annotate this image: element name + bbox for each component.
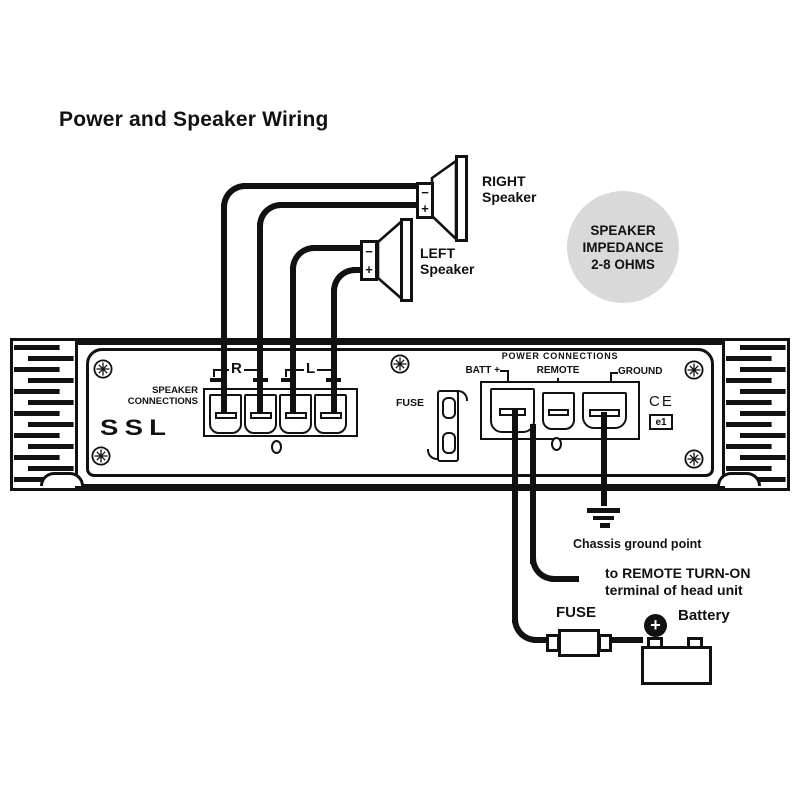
batt-bracket-v <box>507 370 509 382</box>
heatsink-fins-icon <box>14 345 74 484</box>
left-speaker-name: LEFT <box>420 245 455 261</box>
r-plus-mark <box>253 378 268 382</box>
brand-logo: SSL <box>100 415 173 440</box>
heatsink-right <box>722 338 790 491</box>
screw-icon <box>389 353 411 375</box>
l-minus-mark <box>281 378 296 382</box>
left-speaker-plus: + <box>365 261 373 277</box>
right-channel-label: R <box>229 360 244 377</box>
amp-top-edge <box>10 338 790 345</box>
wire-batt <box>512 410 518 623</box>
wire-bend <box>512 619 536 643</box>
mounting-foot-left <box>40 472 84 486</box>
chassis-ground-note: Chassis ground point <box>573 537 702 551</box>
wire-ground <box>601 412 607 506</box>
wire-remote-end <box>551 576 579 582</box>
right-speaker-minus: − <box>421 185 429 201</box>
wire-left-minus-drop <box>290 266 296 413</box>
ce-mark: CE <box>649 393 674 410</box>
wire-right-plus-drop <box>257 223 263 413</box>
r-bracket-tick-left <box>213 369 215 377</box>
left-speaker-minus: − <box>365 244 373 260</box>
wire-remote <box>530 424 536 564</box>
ground-label: GROUND <box>618 366 663 377</box>
screw-icon <box>683 359 705 381</box>
fuse-window-top <box>442 397 456 419</box>
wire-right-minus <box>242 183 418 189</box>
fuse-window-bottom <box>442 432 456 454</box>
inline-fuse-body <box>558 629 600 657</box>
wire-left-plus <box>352 267 363 273</box>
wire-right-plus <box>278 202 418 208</box>
batt-bracket <box>500 370 509 372</box>
heatsink-fins-icon <box>726 345 786 484</box>
panel-hole <box>551 437 562 451</box>
wire-bend <box>530 558 554 582</box>
badge-line1: SPEAKER <box>590 222 656 238</box>
wire-fuse-to-battery <box>611 637 643 643</box>
ground-symbol-bar2 <box>593 516 614 520</box>
ground-bracket-v <box>610 372 612 382</box>
left-channel-label: L <box>304 360 318 377</box>
battery-body <box>641 646 712 685</box>
ground-symbol-bar3 <box>600 523 610 528</box>
l-plus-mark <box>326 378 341 382</box>
wire-bend <box>290 245 314 269</box>
mounting-foot-right <box>717 472 761 486</box>
screw-icon <box>90 445 112 467</box>
page-title: Power and Speaker Wiring <box>59 108 329 131</box>
right-speaker-name: RIGHT <box>482 173 526 189</box>
amp-fuse-label: FUSE <box>396 397 425 409</box>
remote-note-line2: terminal of head unit <box>605 581 743 598</box>
wire-right-minus-drop <box>221 204 227 413</box>
remote-note-line1: to REMOTE TURN-ON <box>605 565 751 581</box>
battery-plus-icon: + <box>644 614 667 637</box>
terminal-remote <box>542 392 575 430</box>
amp-bottom-edge <box>10 484 790 491</box>
wire-bend <box>331 267 355 291</box>
heatsink-left <box>10 338 78 491</box>
wire-bend <box>257 202 281 226</box>
badge-line2: IMPEDANCE <box>582 239 664 255</box>
right-speaker-type: Speaker <box>482 189 537 205</box>
fuse-clip-top <box>457 390 468 401</box>
badge-line3: 2-8 OHMS <box>591 256 655 272</box>
left-speaker-type: Speaker <box>420 261 475 277</box>
left-speaker-face <box>400 218 413 302</box>
power-connections-label: POWER CONNECTIONS <box>501 351 619 361</box>
ground-bracket <box>610 372 618 374</box>
batt-label: BATT + <box>465 365 500 376</box>
battery-label: Battery <box>678 607 730 624</box>
inline-fuse-label: FUSE <box>556 604 597 621</box>
screw-icon <box>683 448 705 470</box>
inline-fuse-tab-right <box>598 634 612 652</box>
screw-icon <box>92 358 114 380</box>
wire-left-minus <box>311 245 363 251</box>
speaker-connections-label-line1: SPEAKER <box>152 385 198 396</box>
r-minus-mark <box>210 378 225 382</box>
ground-symbol <box>587 508 620 513</box>
right-speaker-face <box>455 155 468 242</box>
speaker-connections-label-line2: CONNECTIONS <box>127 396 198 407</box>
right-speaker-cone-icon <box>430 158 458 242</box>
l-bracket-tick-left <box>285 369 287 377</box>
wire-left-plus-drop <box>331 288 337 413</box>
fuse-clip-bottom <box>427 449 438 460</box>
wire-batt-to-fuse <box>533 637 548 643</box>
remote-tick <box>557 378 559 383</box>
right-speaker-terminals: − + <box>416 182 434 219</box>
remote-label: REMOTE <box>536 365 580 376</box>
wire-bend <box>221 183 245 207</box>
panel-hole <box>271 440 282 454</box>
e1-mark: e1 <box>649 414 673 430</box>
impedance-badge: SPEAKER IMPEDANCE 2-8 OHMS <box>567 191 679 303</box>
terminal-l-plus <box>314 394 347 434</box>
right-speaker-plus: + <box>421 200 429 216</box>
left-speaker-terminals: − + <box>360 240 378 281</box>
